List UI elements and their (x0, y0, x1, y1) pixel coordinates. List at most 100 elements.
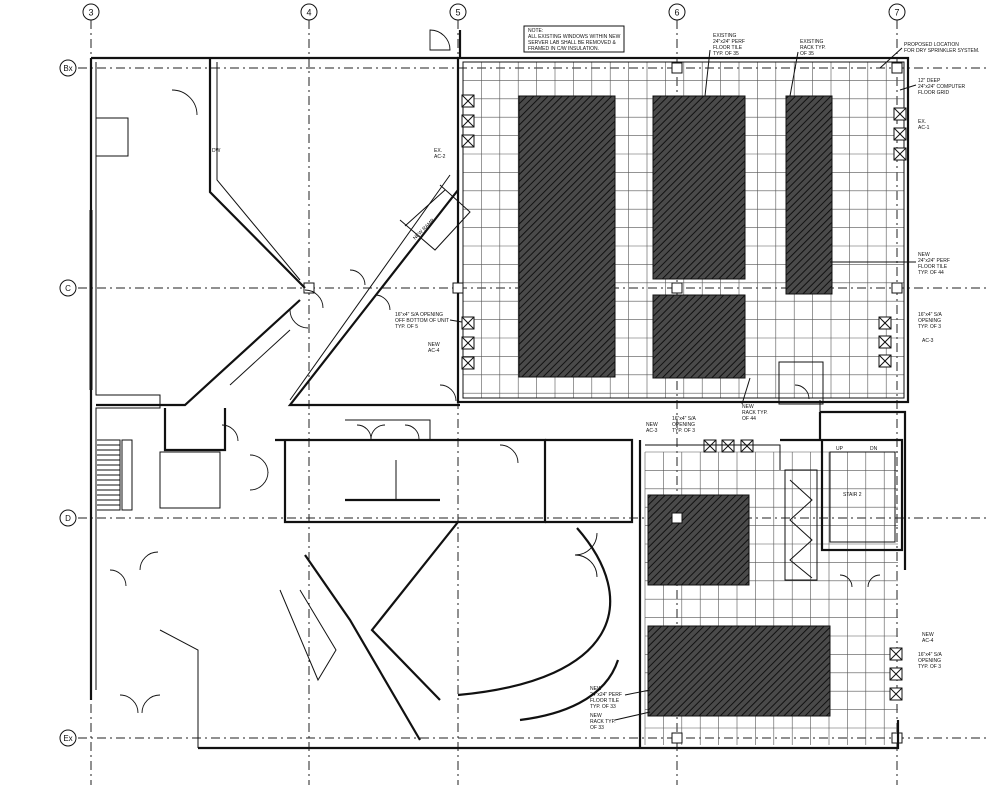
door-swings (109, 29, 881, 714)
svg-text:24"x24" PERF: 24"x24" PERF (590, 692, 622, 698)
svg-text:24"x24" PERF: 24"x24" PERF (918, 258, 950, 264)
grid-bubble-col-3: 3 (82, 3, 100, 21)
svg-text:NEW: NEW (590, 713, 602, 719)
svg-text:4: 4 (306, 8, 311, 18)
grid-bubble-row-c: C (59, 279, 77, 297)
stair-dn-label: DN (870, 446, 878, 452)
svg-text:16"x4" S/A: 16"x4" S/A (672, 416, 697, 422)
svg-text:12" DEEP: 12" DEEP (918, 78, 941, 84)
callout-sa-opening-left: 16"x4" S/A OPENING OFF BOTTOM OF UNIT TY… (395, 312, 463, 330)
callout-sa-opening-right: 16"x4" S/A OPENING TYP. OF 3 (918, 312, 943, 330)
ramp (399, 184, 471, 251)
callout-new-mid: NEW (646, 422, 658, 428)
svg-text:RACK TYP.: RACK TYP. (742, 410, 768, 416)
ac-tag: AC-3 (922, 338, 934, 344)
callout-new-right: NEW (922, 632, 934, 638)
grid-bubble-col-5: 5 (449, 3, 467, 21)
grid-bubble-col-6: 6 (668, 3, 686, 21)
note-box: NOTE: ALL EXISTING WINDOWS WITHIN NEW SE… (523, 25, 625, 53)
svg-text:FLOOR TILE: FLOOR TILE (918, 264, 948, 270)
svg-text:16"x4" S/A: 16"x4" S/A (918, 312, 943, 318)
svg-text:EXISTING: EXISTING (800, 39, 823, 45)
grid-bubble-row-d: D (59, 509, 77, 527)
svg-text:NEW: NEW (742, 404, 754, 410)
rack-row (652, 294, 746, 379)
rack-rows-upper (518, 95, 833, 379)
rack-row (647, 494, 750, 586)
svg-text:5: 5 (455, 8, 460, 18)
callout-sprinkler: PROPOSED LOCATION FOR DRY SPRINKLER SYST… (879, 42, 979, 69)
svg-text:16"x4" S/A OPENING: 16"x4" S/A OPENING (395, 312, 443, 318)
svg-text:OPENING: OPENING (672, 422, 695, 428)
svg-text:TYP. OF 44: TYP. OF 44 (918, 270, 944, 276)
callout-new-perf-44: NEW 24"x24" PERF FLOOR TILE TYP. OF 44 (830, 252, 950, 276)
svg-text:TYP. OF 5: TYP. OF 5 (395, 324, 418, 330)
ac-tag: AC-3 (646, 428, 658, 434)
callout-existing-perf-tile: EXISTING 24"x24" PERF FLOOR TILE TYP. OF… (704, 33, 745, 97)
row-bubbles: Bx C D Ex (59, 59, 77, 747)
svg-text:TYP. OF 3: TYP. OF 3 (918, 664, 941, 670)
svg-text:TYP. OF 3: TYP. OF 3 (672, 428, 695, 434)
grid-bubble-col-4: 4 (300, 3, 318, 21)
svg-text:RACK TYP.: RACK TYP. (800, 45, 826, 51)
svg-text:D: D (65, 514, 71, 523)
svg-text:Bx: Bx (63, 64, 72, 73)
svg-text:FOR DRY SPRINKLER SYSTEM.: FOR DRY SPRINKLER SYSTEM. (904, 48, 979, 54)
svg-text:OFF BOTTOM OF UNIT: OFF BOTTOM OF UNIT (395, 318, 449, 324)
svg-text:24"x24" PERF: 24"x24" PERF (713, 39, 745, 45)
svg-text:Ex: Ex (63, 734, 72, 743)
rack-row (647, 625, 831, 717)
callout-new-rack-33: NEW RACK TYP. OF 33 (590, 711, 651, 731)
svg-text:OF 33: OF 33 (590, 725, 604, 731)
callout-new-perf-33: NEW 24"x24" PERF FLOOR TILE TYP. OF 33 (590, 686, 651, 710)
svg-text:OPENING: OPENING (918, 658, 941, 664)
ac-tag: AC-4 (922, 638, 934, 644)
callout-new-left: NEW (428, 342, 440, 348)
rack-rows-lower (647, 494, 831, 717)
ex-tag: EX. (434, 148, 442, 154)
svg-text:TYP. OF 3: TYP. OF 3 (918, 324, 941, 330)
svg-text:TYP. OF 33: TYP. OF 33 (590, 704, 616, 710)
grid-bubble-col-7: 7 (888, 3, 906, 21)
svg-text:FLOOR GRID: FLOOR GRID (918, 90, 950, 96)
stair-label: STAIR 2 (843, 492, 862, 498)
rack-row (652, 95, 746, 280)
svg-text:TYP. OF 35: TYP. OF 35 (713, 51, 739, 57)
ac-tag: AC-1 (918, 125, 930, 131)
note-line-4: FRAMED IN C/W INSULATION. (528, 46, 599, 52)
server-room-walls (287, 30, 910, 412)
column-bubbles: 3 4 5 6 7 (82, 3, 906, 21)
windows (89, 57, 420, 390)
grid-bubble-row-bx: Bx (59, 59, 77, 77)
ac-tag: AC-2 (434, 154, 446, 160)
svg-text:EXISTING: EXISTING (713, 33, 736, 39)
callout-sa-opening-mid: 16"x4" S/A OPENING TYP. OF 3 (672, 416, 697, 434)
callout-sa-opening-low: 16"x4" S/A OPENING TYP. OF 3 (918, 652, 943, 670)
svg-text:OF 35: OF 35 (800, 51, 814, 57)
svg-text:FLOOR TILE: FLOOR TILE (713, 45, 743, 51)
callout-floor-grid: 12" DEEP 24"x24" COMPUTER FLOOR GRID (899, 78, 966, 96)
callout-existing-rack: EXISTING RACK TYP. OF 35 (789, 39, 826, 97)
svg-text:24"x24" COMPUTER: 24"x24" COMPUTER (918, 84, 966, 90)
svg-text:PROPOSED LOCATION: PROPOSED LOCATION (904, 42, 959, 48)
svg-text:OPENING: OPENING (918, 318, 941, 324)
svg-text:C: C (65, 284, 71, 293)
svg-text:NEW: NEW (590, 686, 602, 692)
note-line-3: SERVER LAB SHALL BE REMOVED & (528, 40, 616, 46)
ac-units (461, 94, 907, 701)
rack-row (518, 95, 616, 378)
ac-tag: AC-4 (428, 348, 440, 354)
note-line-1: NOTE: (528, 28, 543, 34)
dw-label: DW (212, 148, 221, 154)
svg-text:7: 7 (894, 8, 899, 18)
svg-text:NEW: NEW (918, 252, 930, 258)
svg-text:6: 6 (674, 8, 679, 18)
svg-text:16"x4" S/A: 16"x4" S/A (918, 652, 943, 658)
west-stair (97, 439, 120, 511)
callout-new-rack-44: NEW RACK TYP. OF 44 (741, 377, 768, 422)
svg-text:FLOOR TILE: FLOOR TILE (590, 698, 620, 704)
callout-new-ramp: NEW RAMP (412, 217, 436, 241)
svg-text:OF 44: OF 44 (742, 416, 756, 422)
rack-row (785, 95, 833, 295)
